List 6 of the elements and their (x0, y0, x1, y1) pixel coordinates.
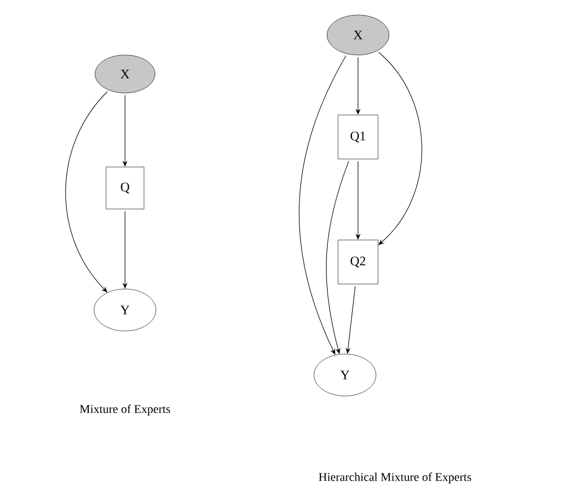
caption: Hierarchical Mixture of Experts (318, 472, 472, 484)
arrow (65, 91, 108, 292)
gate-box: Q1 (338, 114, 378, 160)
gate-box: Q2 (338, 240, 378, 284)
caption: Mixture of Experts (80, 404, 170, 416)
gate-box: Q (106, 166, 144, 210)
